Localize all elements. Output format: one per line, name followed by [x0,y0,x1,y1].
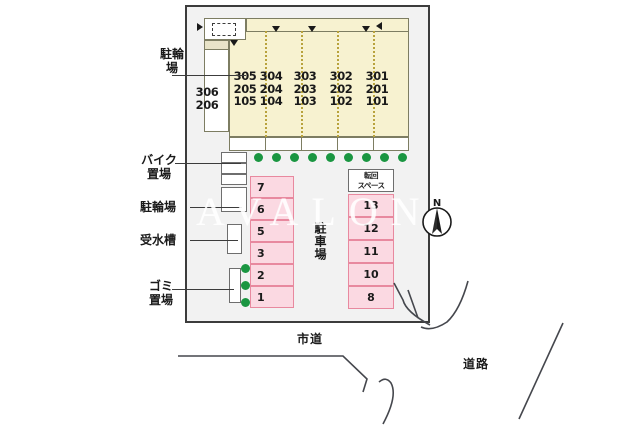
hedge-dot [272,153,281,162]
hedge-dot [241,298,250,307]
stair-marker-icon [272,26,280,32]
hedge-dot [308,153,317,162]
hedge-dot [380,153,389,162]
label-motorbike-parking: バイク 置場 [141,153,177,181]
building-left-wing-top [204,40,229,50]
leader-line-water-tank [190,240,238,241]
room-304: 304 [259,69,283,83]
label-water-tank: 受水槽 [139,233,176,247]
leader-line-bicycle [190,207,242,208]
label-garbage-area: ゴミ 置場 [148,279,173,307]
label-bicycle-parking: 駐輪場 [139,200,176,214]
stall-1[interactable]: 1 [250,286,294,308]
stair-marker-icon [308,26,316,32]
room-204: 204 [259,81,283,96]
label-bicycle-parking-top: 駐輪 場 [159,47,184,75]
balcony-divider [265,137,266,151]
svg-text:N: N [433,198,441,209]
room-201: 201 [365,81,389,96]
stall-6[interactable]: 6 [250,198,294,220]
building-main-body [229,31,409,137]
stall-11[interactable]: 11 [348,240,394,263]
room-303: 303 [293,69,317,83]
unit-divider [373,31,375,137]
unit-column-04: 304 204 104 [254,70,288,108]
entry-arrow-icon [197,23,203,31]
unit-divider [265,31,267,137]
hedge-dot [254,153,263,162]
stair-marker-icon [230,40,238,46]
room-306: 306 [195,85,219,99]
hedge-dot [241,281,250,290]
room-205: 205 [233,81,257,96]
room-203: 203 [293,81,317,96]
balcony-divider [373,137,374,151]
room-305: 305 [233,69,257,83]
garbage-area-box [229,268,241,303]
stall-2[interactable]: 2 [250,264,294,286]
entrance-dashed-outline [212,23,236,36]
stair-marker-icon [362,26,370,32]
room-202: 202 [329,81,353,96]
hedge-dot [362,153,371,162]
unit-divider [301,31,303,137]
unit-column-02: 302 202 102 [324,70,358,108]
room-301: 301 [365,69,389,83]
stall-7[interactable]: 7 [250,176,294,198]
entry-arrow-icon [376,22,382,30]
leader-line-garbage [172,289,234,290]
room-206: 206 [195,98,219,112]
parking-area-label: 駐車場 [313,222,327,261]
stall-5[interactable]: 5 [250,220,294,242]
turning-space-label: 転回 スペース [348,169,394,192]
compass-rose-icon: N [420,196,454,240]
stall-10[interactable]: 10 [348,263,394,286]
unit-column-01: 301 201 101 [360,70,394,108]
stall-13[interactable]: 13 [348,194,394,217]
building-balcony-strip [229,137,409,151]
room-101: 101 [365,94,389,108]
room-302: 302 [329,69,353,83]
room-103: 103 [293,94,317,108]
leader-line-motorbike [175,163,241,164]
balcony-divider [301,137,302,151]
label-city-road: 市道 [297,332,324,346]
hedge-dot [290,153,299,162]
leader-line-bicycle-top [172,75,246,76]
balcony-divider [337,137,338,151]
stall-12[interactable]: 12 [348,217,394,240]
building-left-wing [204,40,229,132]
room-102: 102 [329,94,353,108]
turning-space-line1: 転回 [364,171,379,180]
water-tank-box [227,224,242,254]
motorbike-parking-box [221,152,247,163]
room-104: 104 [259,94,283,108]
unit-divider [337,31,339,137]
hedge-dot [344,153,353,162]
room-105: 105 [233,94,257,108]
turning-space-line2: スペース [357,181,385,190]
label-road: 道路 [463,357,490,371]
motorbike-parking-box [221,174,247,185]
hedge-dot [241,264,250,273]
unit-column-05: 305 205 105 [228,70,262,108]
stall-3[interactable]: 3 [250,242,294,264]
stall-8[interactable]: 8 [348,286,394,309]
hedge-dot [326,153,335,162]
hedge-dot [398,153,407,162]
apartment-building [197,18,409,151]
unit-column-03: 303 203 103 [288,70,322,108]
